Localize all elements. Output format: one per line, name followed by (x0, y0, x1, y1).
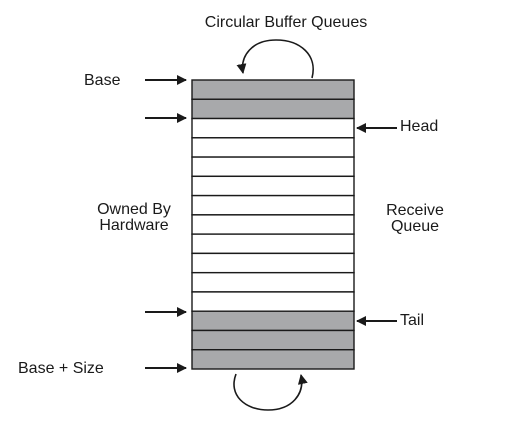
queue-slot-empty (191, 271, 355, 293)
owned-by-hardware-line2: Hardware (99, 217, 168, 234)
receive-queue-line1: Receive (386, 202, 444, 219)
queue-slots (191, 79, 355, 370)
queue-slot-empty (191, 291, 355, 312)
queue-slot-owned (191, 98, 355, 120)
diagram-title: Circular Buffer Queues (205, 14, 367, 31)
queue-slot-owned (191, 349, 355, 370)
wrap-arrow-bottom (233, 373, 308, 411)
base-label: Base (84, 72, 121, 89)
queue-slot-owned (191, 310, 355, 332)
owned-by-hardware-line1: Owned By (97, 201, 171, 218)
queue-slot-empty (191, 156, 355, 178)
wrap-arrow-top (236, 39, 314, 79)
head-label: Head (400, 118, 438, 135)
queue-slot-empty (191, 214, 355, 235)
queue-slot-owned (191, 79, 355, 100)
queue-slot-owned (191, 329, 355, 351)
queue-slot-empty (191, 117, 355, 139)
queue-slot-empty (191, 194, 355, 216)
base-plus-size-label: Base + Size (18, 360, 104, 377)
queue-slot-empty (191, 137, 355, 158)
queue-slot-empty (191, 252, 355, 274)
queue-slot-empty (191, 233, 355, 255)
queue-slot-empty (191, 175, 355, 197)
tail-label: Tail (400, 312, 424, 329)
receive-queue-line2: Queue (391, 218, 439, 235)
